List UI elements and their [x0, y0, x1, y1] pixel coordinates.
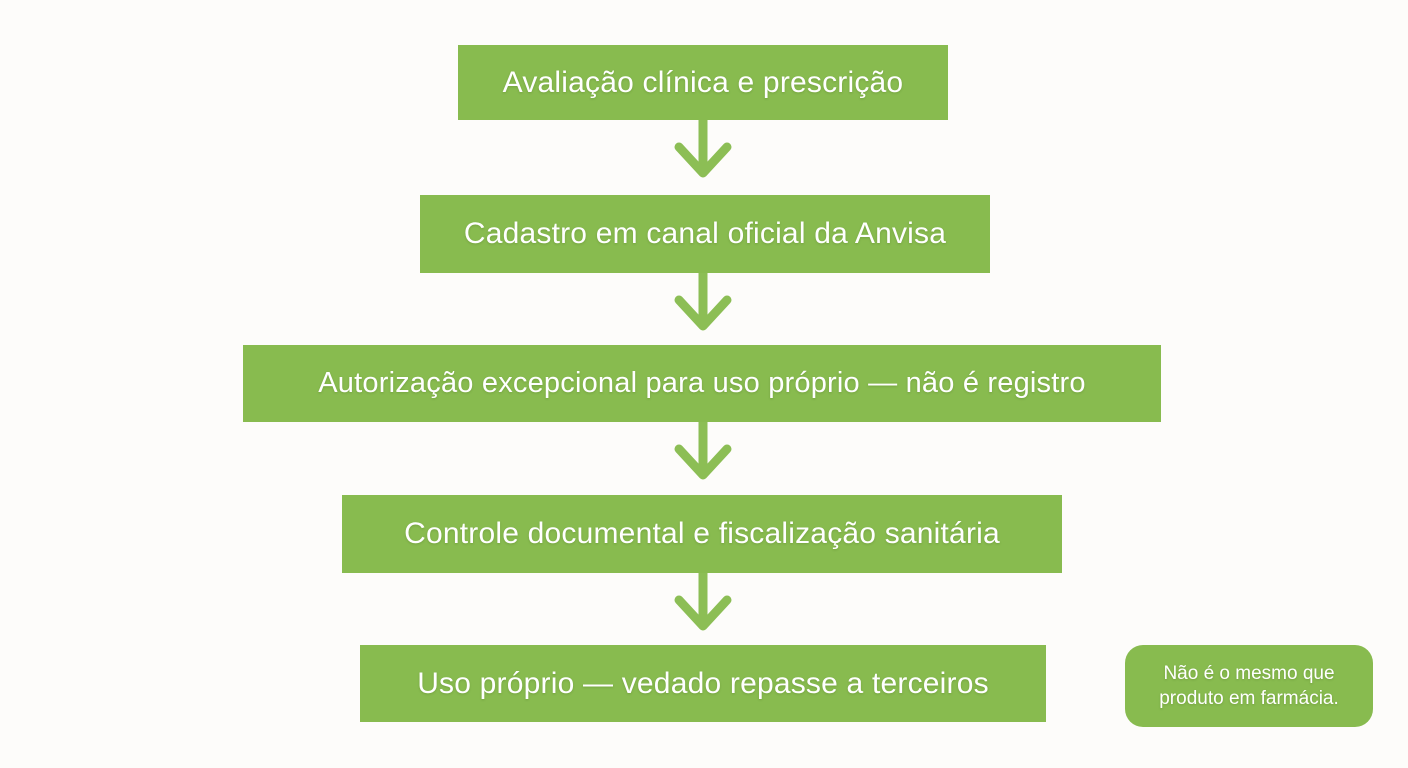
flow-step-label: Uso próprio — vedado repasse a terceiros — [417, 666, 989, 700]
flow-step-cadastro-anvisa: Cadastro em canal oficial da Anvisa — [420, 195, 990, 273]
flow-step-label: Controle documental e fiscalização sanit… — [404, 517, 1000, 550]
flow-step-label: Cadastro em canal oficial da Anvisa — [463, 217, 947, 250]
side-note-callout: Não é o mesmo que produto em farmácia. — [1125, 645, 1373, 727]
flow-step-uso-proprio: Uso próprio — vedado repasse a terceiros — [360, 645, 1046, 722]
side-note-text: Não é o mesmo que produto em farmácia. — [1159, 663, 1339, 709]
arrow-down-icon — [673, 273, 733, 335]
flow-step-controle-documental: Controle documental e fiscalização sanit… — [342, 495, 1062, 573]
flow-step-avaliacao-clinica: Avaliação clínica e prescrição — [458, 45, 948, 120]
flow-step-label: Autorização excepcional para uso próprio… — [318, 367, 1086, 399]
flow-step-label: Avaliação clínica e prescrição — [502, 65, 904, 99]
flow-step-autorizacao-excepcional: Autorização excepcional para uso próprio… — [243, 345, 1161, 422]
arrow-down-icon — [673, 120, 733, 182]
arrow-down-icon — [673, 573, 733, 635]
arrow-down-icon — [673, 422, 733, 484]
